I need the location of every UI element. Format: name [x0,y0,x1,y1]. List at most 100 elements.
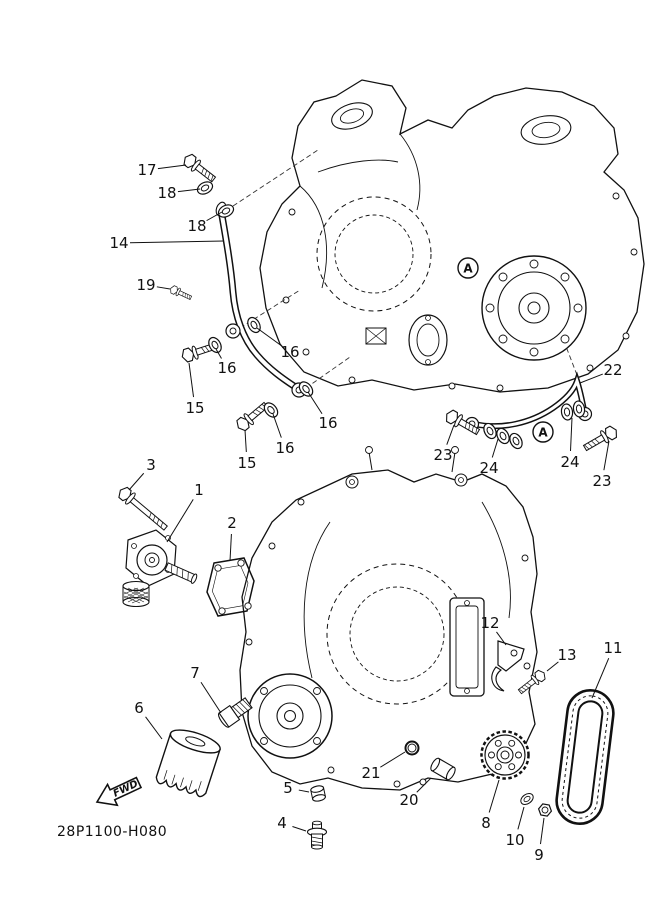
callout-9: 9 [534,817,545,864]
bolt-dot [464,600,470,606]
callout-leader-line [292,826,307,832]
case-bolt-dots [245,498,531,788]
ref-marker-circle [457,257,479,279]
callout-leader-line [272,413,282,438]
callout-number: 12 [480,614,499,632]
callout-24: 24 [479,438,499,477]
callout-number: 18 [157,184,176,202]
case-bolt-dots [282,192,638,392]
bolt-dot [425,315,431,321]
callout-5: 5 [283,779,310,797]
side-plate-inner [455,605,479,689]
callout-number: 9 [534,846,544,864]
upper-crankcase-art [259,79,645,393]
callout-number: 3 [146,456,156,474]
callout-leader-line [570,417,573,452]
callout-16: 16 [272,413,295,457]
callout-leader-line [307,391,323,415]
callout-leader-line [129,240,225,244]
oil-pump-1-art [122,529,198,608]
callout-leader-line [579,373,603,384]
callout-leader-line [177,188,201,193]
callout-number: 16 [280,343,299,361]
callout-23: 23 [592,440,612,490]
callout-leader-line [298,789,310,793]
callout-leader-line [166,499,194,543]
callout-10: 10 [505,806,525,849]
bolt-3-art [118,486,168,531]
callout-number: 13 [557,646,576,664]
bolt-23b-art [581,423,621,455]
callout-leader-line [229,533,232,562]
callout-15: 15 [185,362,205,417]
callout-leader-line [128,472,145,491]
callout-leader-line [539,817,545,845]
callout-number: 5 [283,779,293,797]
callout-4: 4 [277,814,307,832]
callout-number: 4 [277,814,287,832]
callout-number: 23 [433,446,452,464]
callout-15: 15 [237,429,257,472]
washer-16b-art [244,314,264,336]
callout-number: 24 [560,453,579,471]
callout-20: 20 [399,777,432,809]
callout-leader-line [256,327,282,346]
case-contour [299,185,327,289]
callout-leader-line [491,438,499,458]
callout-number: 19 [136,276,155,294]
sprocket-8-art [480,730,530,780]
callout-number: 21 [361,764,380,782]
side-plate [449,597,485,697]
nut-9-art [537,803,553,817]
callout-number: 17 [137,161,156,179]
clutch-cover-art [481,255,587,361]
callout-leader-line [188,362,195,398]
pump-strainer [122,580,150,608]
callout-leader-line [496,631,507,646]
callout-7: 7 [190,664,222,714]
callout-leader-line [416,777,432,793]
banjo-eye-hole [229,327,237,335]
callout-16: 16 [256,327,300,361]
bolt-19-art [168,284,193,303]
oil-filter-6-art [155,729,221,798]
bolt-dot [464,688,470,694]
callout-leader-line [446,424,455,445]
callout-18: 18 [187,211,223,235]
callout-leader-line [200,681,222,714]
callout-16: 16 [307,391,338,432]
stud-lines [368,451,456,473]
strainer-cover-inner [416,323,440,357]
callout-leader-line [603,440,610,471]
pipe-inner [219,208,299,390]
case-contour [481,501,511,619]
bolt-17-art [180,151,219,186]
bracket-12-art [491,640,525,692]
oil-filter-boss [247,673,333,759]
callout-number: 18 [187,217,206,235]
callout-6: 6 [134,699,163,740]
callout-16: 16 [215,348,237,377]
callout-leader-line [591,657,610,699]
callout-leader-line [206,211,223,222]
upper-case-outline [259,79,645,393]
callout-number: 15 [185,399,204,417]
case-window-cross [365,327,387,345]
callout-number: 23 [592,472,611,490]
callout-number: 6 [134,699,144,717]
callout-number: 10 [505,831,524,849]
pump-shaft [164,562,198,584]
callout-leader-line [157,164,187,170]
lower-crankcase-art [239,446,538,791]
mount-ear-hole [349,479,355,485]
callout-leader-line [517,806,525,830]
case-contour [317,159,399,173]
callout-number: 24 [479,459,498,477]
callout-number: 11 [603,639,622,657]
collar-20-art [430,757,456,781]
crank-opening-dashed [316,196,432,312]
callout-3: 3 [128,456,156,491]
ref-marker-A: A [532,421,554,443]
case-opening-dashed [349,586,445,682]
